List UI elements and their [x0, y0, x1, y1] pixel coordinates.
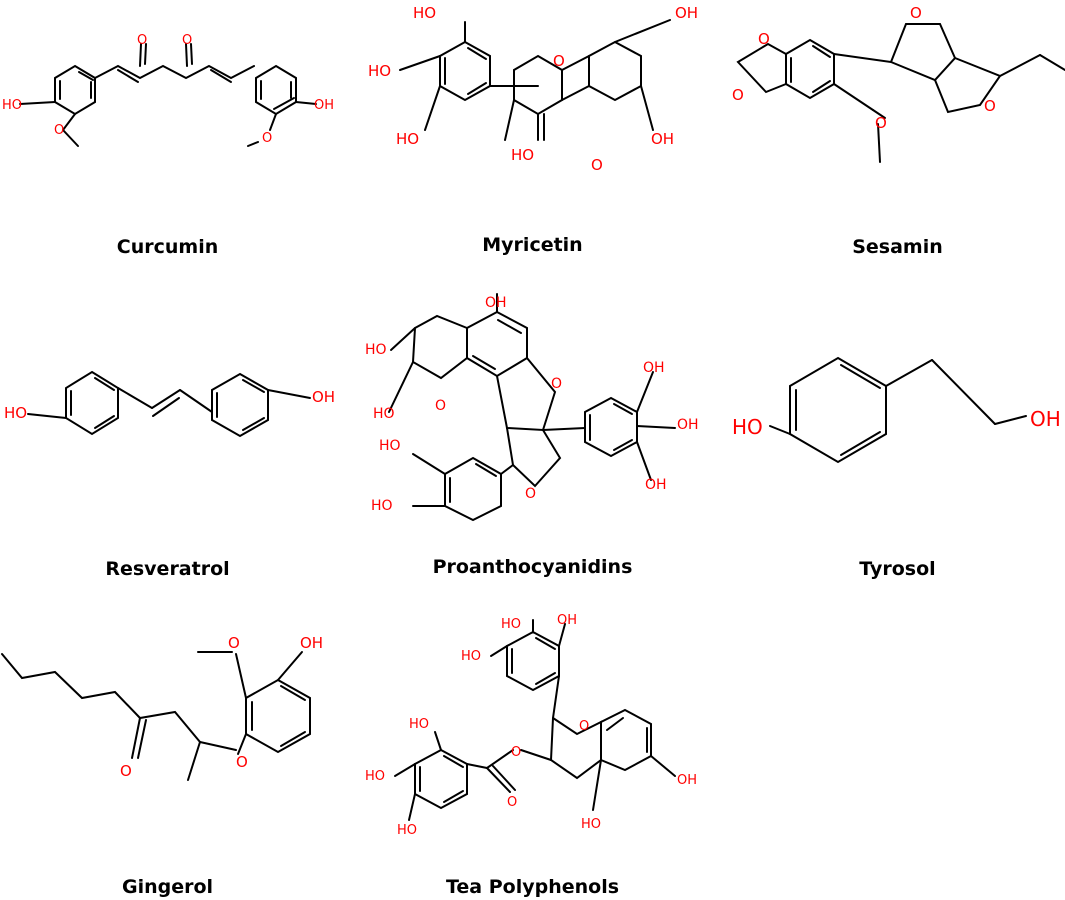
atom-label: O — [120, 762, 132, 780]
atom-label: HO — [461, 649, 481, 664]
gingerol-structure: O OH O O — [1, 634, 323, 781]
compound-name: Tea Polyphenols — [445, 876, 620, 898]
atom-label: OH — [677, 773, 697, 788]
atom-label: HO — [396, 130, 419, 148]
compound-name: Proanthocyanidins — [432, 556, 633, 578]
curcumin-structure: O O HO OH O O — [2, 33, 334, 147]
compound-gingerol: O OH O O Gingerol — [0, 600, 355, 900]
proanthocyanidins-structure: OH HO HO O O OH OH OH HO HO O — [365, 293, 699, 522]
compound-name: Myricetin — [482, 234, 583, 256]
atom-label: OH — [1030, 407, 1061, 431]
atom-label: O — [984, 97, 996, 115]
compound-tyrosol: HO OH Tyrosol — [710, 300, 1065, 590]
atom-label: HO — [368, 62, 391, 80]
atom-label: OH — [677, 417, 699, 433]
atom-label: OH — [314, 98, 334, 113]
tyrosol-structure: HO OH — [732, 356, 1061, 464]
atom-label: HO — [581, 817, 601, 832]
atom-label: OH — [312, 388, 335, 406]
atom-label: O — [910, 4, 922, 22]
compound-name: Resveratrol — [105, 558, 230, 580]
atom-label: HO — [4, 404, 27, 422]
atom-label: O — [551, 376, 562, 392]
atom-label: HO — [365, 342, 387, 358]
atom-label: O — [591, 156, 603, 174]
atom-label: O — [228, 634, 240, 652]
atom-label: O — [732, 86, 744, 104]
atom-label: O — [182, 33, 192, 48]
compound-resveratrol: HO OH Resveratrol — [0, 300, 355, 590]
atom-label: O — [507, 795, 517, 810]
atom-label: HO — [511, 146, 534, 164]
atom-label: OH — [643, 360, 665, 376]
compound-name: Curcumin — [116, 236, 219, 258]
atom-label: HO — [371, 498, 393, 514]
atom-label: O — [262, 131, 272, 146]
compound-tea-polyphenols: HO OH HO O HO O HO O OH HO HO Tea Polyph… — [355, 600, 710, 900]
resveratrol-structure: HO OH — [4, 370, 335, 438]
atom-label: HO — [373, 406, 395, 422]
atom-label: HO — [501, 617, 521, 632]
compound-name: Tyrosol — [859, 558, 936, 580]
atom-label: O — [758, 30, 770, 48]
compound-proanthocyanidins: OH HO HO O O OH OH OH HO HO O Proanthocy… — [355, 280, 710, 590]
myricetin-structure: HO OH HO O HO HO OH O — [368, 4, 698, 174]
atom-label: HO — [409, 717, 429, 732]
compound-name: Sesamin — [852, 236, 943, 258]
atom-label: O — [236, 753, 248, 771]
atom-label: HO — [365, 769, 385, 784]
atom-label: OH — [645, 477, 667, 493]
atom-label: O — [875, 114, 887, 132]
atom-label: HO — [732, 415, 763, 439]
sesamin-structure: O O O O O — [732, 4, 1065, 163]
tea-polyphenols-structure: HO OH HO O HO O HO O OH HO HO — [365, 613, 697, 838]
atom-label: HO — [397, 823, 417, 838]
compound-curcumin: O O HO OH O O Curcumin — [0, 0, 355, 270]
atom-label: OH — [557, 613, 577, 628]
atom-label: O — [435, 398, 446, 414]
atom-label: OH — [485, 295, 507, 311]
atom-label: HO — [379, 438, 401, 454]
atom-label: O — [54, 123, 64, 138]
atom-label: OH — [675, 4, 698, 22]
compound-myricetin: HO OH HO O HO HO OH O Myricetin — [355, 0, 710, 270]
atom-label: OH — [300, 634, 323, 652]
compound-sesamin: O O O O O Sesamin — [710, 0, 1065, 270]
atom-label: OH — [651, 130, 674, 148]
atom-label: O — [137, 33, 147, 48]
atom-label: HO — [413, 4, 436, 22]
atom-label: O — [553, 52, 565, 70]
atom-label: O — [579, 719, 589, 734]
atom-label: O — [511, 745, 521, 760]
atom-label: O — [525, 486, 536, 502]
atom-label: HO — [2, 98, 22, 113]
compound-name: Gingerol — [121, 876, 214, 898]
